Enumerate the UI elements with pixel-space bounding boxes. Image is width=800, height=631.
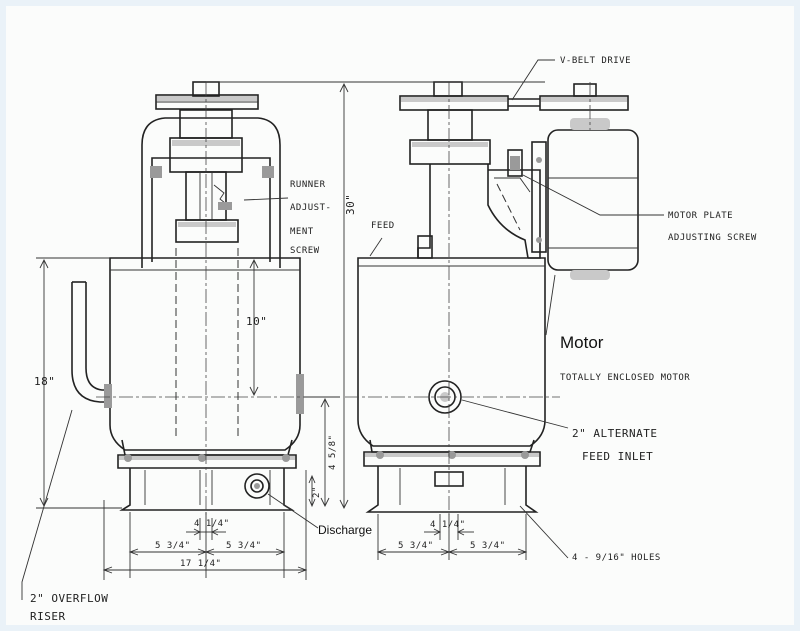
holes-label: 4 - 9/16" HOLES	[572, 553, 661, 563]
dim-2: 2"	[312, 486, 322, 498]
runner-label-3: MENT	[290, 227, 314, 237]
leader-lines	[21, 59, 664, 600]
dim-right-5-3-4-a: 5 3/4"	[398, 541, 434, 551]
motor-label: Motor	[560, 333, 604, 352]
pump-drawing: V-BELT DRIVE RUNNER ADJUST- MENT SCREW F…	[21, 56, 757, 623]
left-elevation-view	[71, 81, 322, 515]
runner-label-1: RUNNER	[290, 180, 326, 190]
annotations: V-BELT DRIVE RUNNER ADJUST- MENT SCREW F…	[30, 56, 757, 623]
dim-4-5-8: 4 5/8"	[328, 434, 338, 470]
dim-left-4-1-4: 4 1/4"	[194, 519, 230, 529]
discharge-flange	[244, 473, 270, 499]
right-elevation-view	[345, 81, 639, 515]
left-motor-hood	[141, 117, 281, 268]
dimension-lines	[36, 81, 545, 580]
dim-inner-10: 10"	[246, 315, 267, 328]
overflow-label-1: 2" OVERFLOW	[30, 592, 108, 605]
runner-label-2: ADJUST-	[290, 203, 331, 213]
dim-left-5-3-4-a: 5 3/4"	[155, 541, 191, 551]
left-tank-body	[109, 257, 301, 451]
feed-label: FEED	[371, 221, 395, 231]
motor-plate-adjuster	[507, 149, 523, 177]
dim-right-4-1-4: 4 1/4"	[430, 520, 466, 530]
dim-width-17-1-4: 17 1/4"	[180, 559, 221, 569]
alternate-feed-label-2: FEED INLET	[582, 450, 653, 463]
runner-label-4: SCREW	[290, 246, 320, 256]
right-motor	[547, 129, 639, 271]
drawing-sheet: V-BELT DRIVE RUNNER ADJUST- MENT SCREW F…	[6, 6, 794, 625]
dim-right-5-3-4-b: 5 3/4"	[470, 541, 506, 551]
motor-plate-label-1: MOTOR PLATE	[668, 211, 733, 221]
motor-plate-label-2: ADJUSTING SCREW	[668, 233, 757, 243]
dim-left-5-3-4-b: 5 3/4"	[226, 541, 262, 551]
dim-body-height: 18"	[34, 375, 55, 388]
overflow-label-2: RISER	[30, 610, 66, 623]
v-belt-label: V-BELT DRIVE	[560, 56, 631, 66]
overflow-riser	[71, 282, 110, 403]
dim-overall-height: 30"	[344, 194, 357, 215]
right-tank-body	[357, 257, 546, 447]
enclosed-motor-label: TOTALLY ENCLOSED MOTOR	[560, 373, 690, 383]
discharge-label: Discharge	[318, 523, 372, 537]
alternate-feed-label-1: 2" ALTERNATE	[572, 427, 657, 440]
